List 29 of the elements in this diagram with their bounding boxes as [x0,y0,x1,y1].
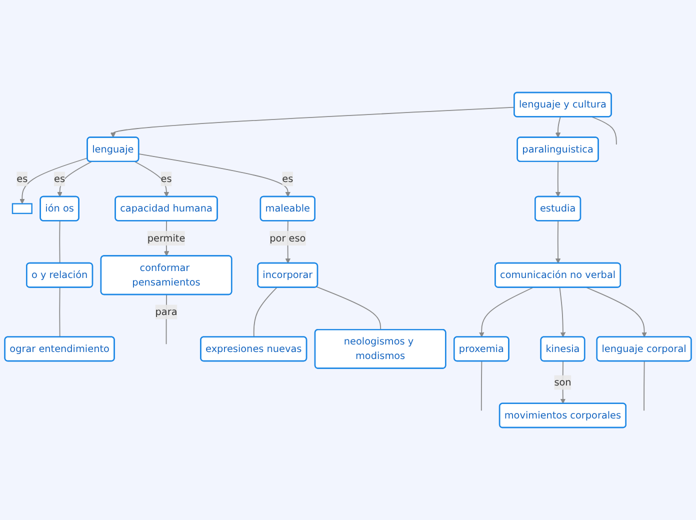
arrow [110,106,515,138]
arrow [138,154,291,198]
edge-label: son [554,376,572,388]
arrow [555,161,561,198]
connector [253,287,278,338]
arrow [20,158,88,204]
connector [644,360,645,412]
edge-label: es [160,172,172,184]
connector [59,220,60,264]
arrow [57,161,92,198]
arrow [560,360,566,404]
edge-label: es [54,172,66,184]
connector [166,294,168,345]
edge-label: para [155,306,178,318]
arrow [559,287,566,338]
edge-label: permite [147,232,186,244]
arrow [134,161,170,198]
arrow [478,287,534,338]
arrow [586,287,647,338]
node-box [12,203,32,214]
connector [59,287,60,338]
edge-label: es [282,172,294,184]
arrow [555,220,561,264]
arrow [555,116,561,138]
connector [316,286,382,330]
edge-label: por eso [270,232,306,244]
connector [592,116,617,145]
edge-label: es [16,172,28,184]
connector [480,360,482,412]
